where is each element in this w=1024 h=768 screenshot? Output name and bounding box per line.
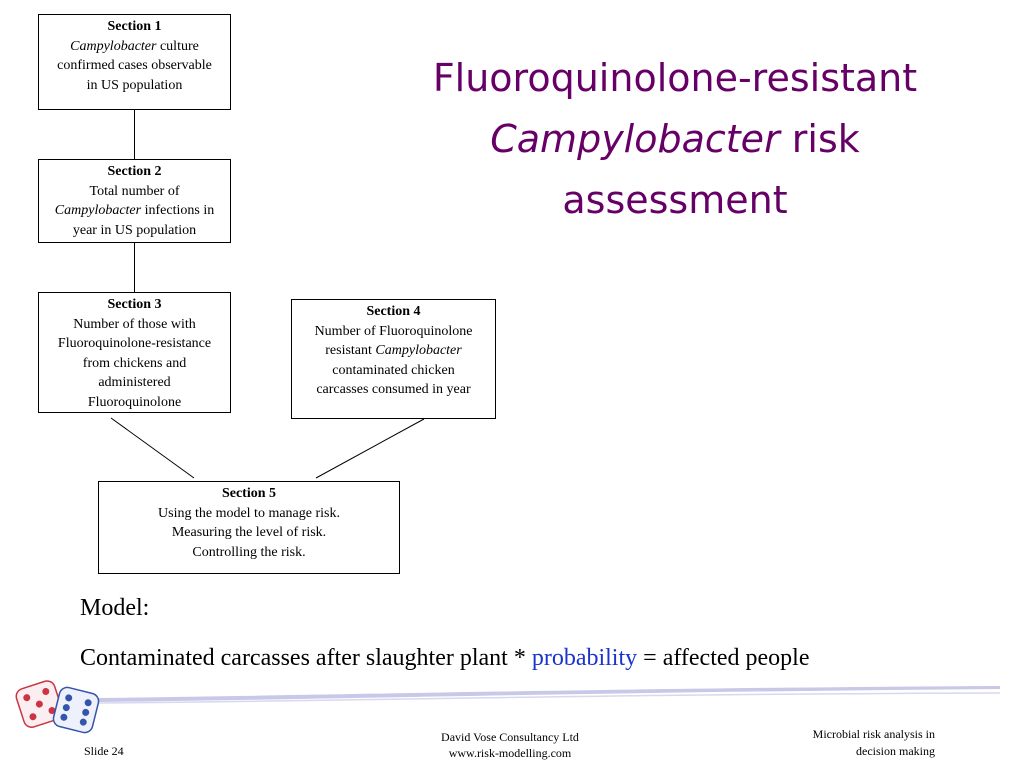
footer-band (89, 686, 1001, 704)
section-3-line1: Number of those with (73, 316, 196, 332)
section-4-line1: Number of Fluoroquinolone (314, 323, 473, 339)
title-line-3: assessment (562, 178, 788, 222)
section-1-heading: Section 1 (107, 19, 162, 34)
section-4-heading: Section 4 (366, 304, 421, 319)
company-name: David Vose Consultancy Ltd (441, 730, 579, 744)
section-1-organism: Campylobacter (70, 38, 157, 54)
section-3-line2: Fluoroquinolone-resistance (57, 336, 212, 351)
section-3-line5: Fluoroquinolone (87, 394, 182, 410)
title-line-1: Fluoroquinolone-resistant (432, 56, 918, 100)
slide-title: Fluoroquinolone-resistant Campylobacter … (380, 48, 970, 231)
section-4-organism: Campylobacter (375, 343, 462, 358)
section-4-box: Section 4 Number of Fluoroquinolone resi… (291, 299, 496, 419)
section-4-line3: contaminated chicken (332, 362, 455, 378)
formula-start: Contaminated carcasses after slaughter p… (80, 645, 532, 671)
section-4-line4: carcasses consumed in year (316, 382, 471, 397)
formula-probability: probability (531, 645, 638, 671)
footer-company: David Vose Consultancy Ltd www.risk-mode… (410, 729, 610, 761)
section-3-line4: administered (98, 375, 171, 390)
section-5-line2: Measuring the level of risk. (171, 525, 327, 540)
section-3-heading: Section 3 (107, 297, 162, 312)
company-website: www.risk-modelling.com (448, 746, 572, 760)
title-line-2: risk (779, 117, 860, 161)
course-line-2: decision making (856, 744, 935, 758)
section-1-line3: in US population (86, 77, 183, 93)
course-line-1: Microbial risk analysis in (812, 727, 935, 741)
section-3-line3: from chickens and (82, 355, 187, 371)
section-2-heading: Section 2 (107, 164, 162, 179)
footer-course: Microbial risk analysis in decision maki… (760, 726, 935, 760)
model-formula: Contaminated carcasses after slaughter p… (80, 645, 810, 672)
section-2-line2: infections in (141, 203, 215, 218)
formula-end: = affected people (637, 645, 810, 671)
section-5-box: Section 5 Using the model to manage risk… (98, 481, 400, 574)
section-1-line2: confirmed cases observable (57, 58, 212, 73)
dice-icon (15, 680, 100, 734)
connector-s4-s5 (315, 418, 425, 479)
section-2-organism: Campylobacter (54, 203, 142, 218)
title-organism: Campylobacter (490, 117, 780, 161)
model-label: Model: (80, 595, 150, 621)
section-2-box: Section 2 Total number of Campylobacter … (38, 159, 231, 243)
section-3-box: Section 3 Number of those with Fluoroqui… (38, 292, 231, 413)
section-2-line3: year in US population (72, 222, 197, 238)
connector-s3-s5 (110, 417, 195, 479)
slide-number: Slide 24 (84, 744, 124, 758)
section-5-line1: Using the model to manage risk. (158, 505, 340, 521)
section-5-heading: Section 5 (221, 486, 277, 501)
section-1-line1: culture (156, 38, 199, 54)
section-2-line1: Total number of (89, 183, 180, 199)
section-1-box: Section 1 Campylobacter culture confirme… (38, 14, 231, 110)
section-5-line3: Controlling the risk. (192, 544, 306, 560)
section-4-line2: resistant (325, 343, 376, 358)
